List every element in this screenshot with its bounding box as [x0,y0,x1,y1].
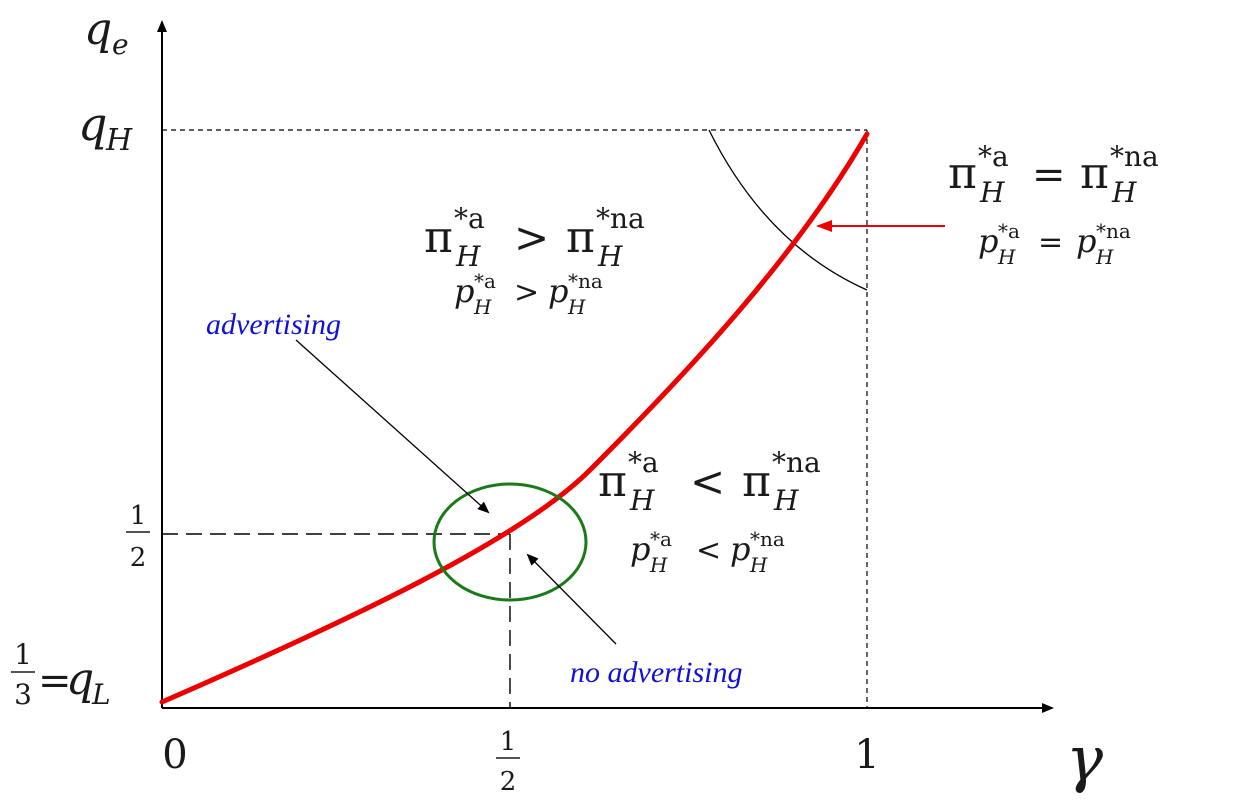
equality-price-label: p *a H = p *na H [978,219,1131,269]
svg-text:1: 1 [14,638,32,671]
greater-profit-label: π *a H > π *na H [424,202,645,273]
x-axis-label: γ [1066,722,1104,795]
svg-text:H: H [979,176,1005,209]
svg-text:p: p [630,530,650,568]
svg-text:H: H [455,240,481,273]
no-advertising-label: no advertising [570,656,743,689]
qh-tick-label: q H [78,97,133,158]
svg-text:*a: *a [474,269,496,293]
svg-text:q: q [66,654,94,705]
svg-text:H: H [997,245,1016,269]
upper-boundary-curve [708,129,868,291]
svg-text:*a: *a [650,527,672,551]
svg-text:=: = [1038,225,1063,260]
svg-text:q: q [84,4,112,55]
svg-text:1: 1 [500,727,517,757]
y-axis-label: q e [84,4,129,61]
svg-text:*na: *na [1110,140,1159,173]
svg-text:H: H [649,553,668,577]
threshold-curve [159,131,870,705]
svg-text:π: π [424,212,453,263]
equality-profit-label: π *a H = π *na H [948,140,1159,209]
svg-text:H: H [629,484,655,517]
svg-text:3: 3 [14,678,32,711]
svg-text:H: H [773,484,799,517]
svg-text:p: p [730,530,750,568]
svg-text:q: q [78,97,107,151]
x-tick-one: 1 [854,732,879,778]
advertising-label: advertising [206,308,341,341]
svg-text:*na: *na [772,446,821,479]
y-half-tick-label: 1 2 [126,501,150,573]
svg-text:p: p [548,272,568,310]
svg-text:*na: *na [1096,219,1131,243]
advertising-arrow [295,339,490,514]
svg-text:*na: *na [596,202,645,235]
svg-text:H: H [567,295,586,319]
lesser-price-label: p *a H < p *na H [630,527,785,577]
svg-text:H: H [749,553,768,577]
x-tick-zero: 0 [162,732,187,778]
svg-text:>: > [514,275,539,310]
no-advertising-arrow [526,553,617,645]
svg-text:H: H [1095,245,1114,269]
svg-text:H: H [597,240,623,273]
greater-price-label: p *a H > p *na H [454,269,603,319]
svg-text:*na: *na [750,527,785,551]
svg-text:*a: *a [454,202,485,235]
svg-text:*a: *a [628,446,659,479]
svg-text:π: π [1080,148,1109,199]
svg-text:<: < [696,533,721,568]
svg-text:π: π [948,148,977,199]
svg-text:2: 2 [500,767,517,797]
svg-text:>: > [514,213,549,262]
svg-text:e: e [112,28,129,61]
svg-text:π: π [742,456,771,507]
svg-text:p: p [454,272,474,310]
equilibrium-circle [432,482,588,602]
lesser-profit-label: π *a H < π *na H [598,446,821,517]
svg-text:2: 2 [130,543,147,573]
svg-text:H: H [1111,176,1137,209]
ql-tick-label: 1 3 = q L [11,638,111,711]
svg-text:=: = [38,658,72,704]
svg-text:<: < [690,457,725,506]
svg-text:π: π [598,456,627,507]
svg-text:p: p [1076,222,1096,260]
svg-text:1: 1 [130,501,147,531]
svg-text:π: π [566,212,595,263]
svg-text:*na: *na [568,269,603,293]
x-half-tick-label: 1 2 [496,727,520,797]
svg-text:p: p [978,222,998,260]
svg-text:*a: *a [998,219,1020,243]
svg-text:*a: *a [978,140,1009,173]
svg-text:H: H [105,123,133,158]
svg-text:=: = [1032,152,1066,198]
svg-text:H: H [473,295,492,319]
svg-text:L: L [91,678,111,711]
